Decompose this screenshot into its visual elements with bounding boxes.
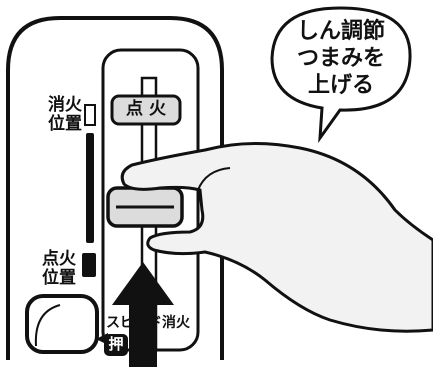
position-guide-line: [86, 133, 94, 243]
speech-bubble-line-3: 上げる: [307, 73, 374, 98]
speed-extinguish-button-shadow: [34, 304, 61, 347]
speech-bubble-line-2: つまみを: [296, 46, 385, 71]
speed-extinguish-button[interactable]: [25, 294, 99, 354]
ignition-indicator: [82, 253, 96, 277]
push-badge: [104, 334, 128, 356]
extinguish-position-line-1: 消火: [48, 95, 82, 115]
ignition-position-line-2: 位置: [42, 268, 76, 288]
extinguish-position-line-2: 位置: [48, 114, 82, 134]
speech-bubble-text: しん調節 つまみを 上げる: [271, 18, 411, 99]
ignite-button-body[interactable]: [110, 94, 182, 126]
speech-bubble: [270, 6, 412, 144]
push-badge-label: 押: [108, 335, 124, 353]
speech-bubble-line-1: しん調節: [296, 19, 385, 44]
speed-extinguish-label: スピード消火: [106, 315, 190, 331]
ignition-position-line-1: 点火: [42, 249, 76, 269]
hand-knuckle-line: [197, 167, 231, 191]
hand-illustration: [120, 142, 433, 333]
ignite-button-label: 点 火: [126, 99, 166, 119]
push-up-arrow: [112, 262, 174, 367]
extinguish-position-label: 消火 位置: [48, 96, 82, 134]
ignition-position-label: 点火 位置: [42, 250, 76, 288]
extinguish-indicator: [84, 104, 96, 126]
